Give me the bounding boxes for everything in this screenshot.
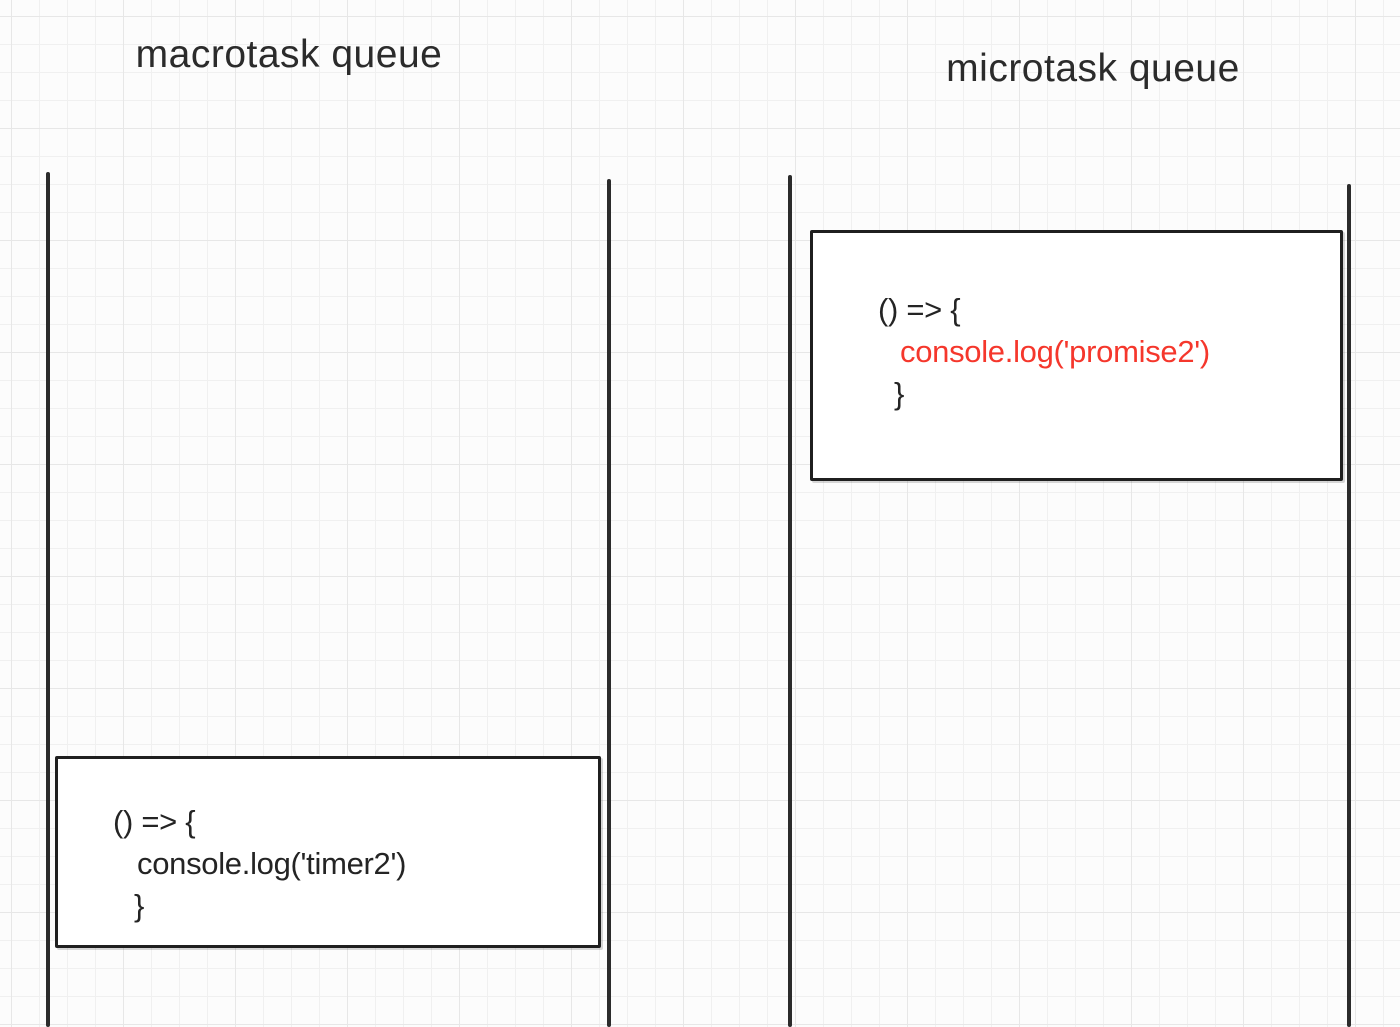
code-line: } — [134, 888, 145, 923]
code-line: () => { — [113, 804, 196, 839]
code-line: () => { — [878, 292, 961, 327]
code-line: } — [894, 376, 905, 411]
macrotask-queue-title: macrotask queue — [135, 33, 443, 76]
microtask-queue-title: microtask queue — [946, 47, 1240, 90]
microtask-queue-right-wall — [1347, 184, 1351, 1027]
code-line-highlighted: console.log('promise2') — [900, 334, 1210, 369]
macrotask-queue-left-wall — [46, 172, 50, 1027]
microtask-task-box: () => { console.log('promise2') } — [810, 230, 1343, 481]
macrotask-queue-right-wall — [607, 179, 611, 1027]
microtask-queue-left-wall — [788, 175, 792, 1027]
macrotask-task-box: () => { console.log('timer2') } — [55, 756, 601, 948]
macrotask-code-block: () => { console.log('timer2') } — [58, 759, 598, 927]
microtask-code-block: () => { console.log('promise2') } — [813, 233, 1340, 415]
code-line: console.log('timer2') — [137, 846, 407, 881]
